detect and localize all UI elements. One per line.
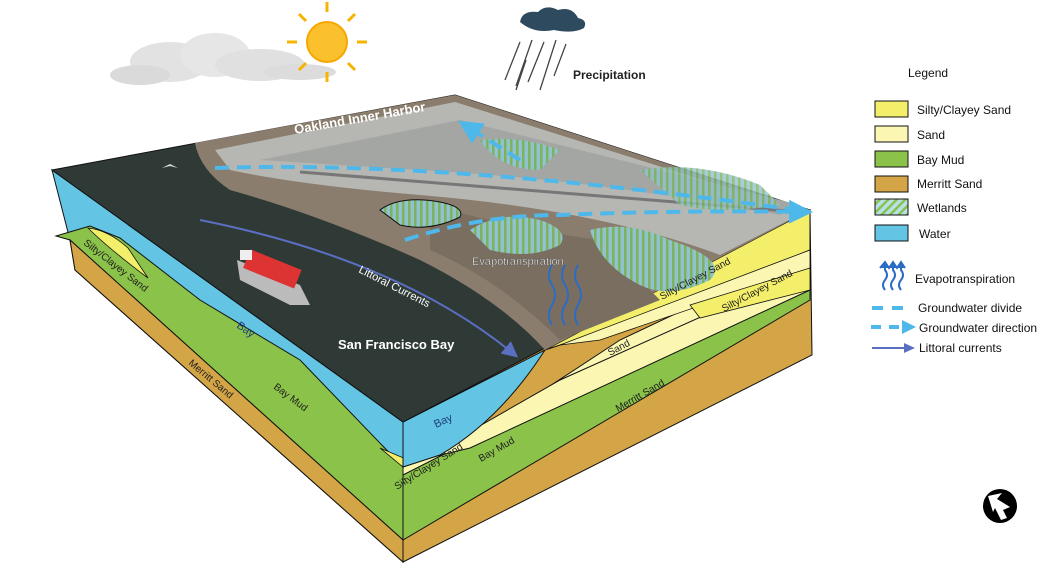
legend-label: Bay Mud <box>917 153 964 167</box>
legend: Legend Silty/Clayey Sand Sand Bay Mud Me… <box>871 66 1037 355</box>
legend-swatch-silty <box>874 100 909 118</box>
legend-label: Groundwater divide <box>918 301 1022 315</box>
clouds <box>110 33 336 85</box>
legend-swatch-wetlands <box>874 198 909 216</box>
legend-label: Sand <box>917 128 945 142</box>
right-cross-section <box>402 209 813 563</box>
legend-label: Water <box>919 227 951 241</box>
north-arrow-icon[interactable] <box>983 489 1017 523</box>
legend-label: Groundwater direction <box>919 321 1037 335</box>
evapo-label: Evapotranspiration <box>472 256 564 268</box>
legend-label: Evapotranspiration <box>915 272 1015 286</box>
littoral-current-arrow <box>199 219 519 358</box>
sun-icon <box>287 2 367 82</box>
wetlands <box>379 138 780 292</box>
legend-label: Wetlands <box>917 201 967 215</box>
arrow-icon <box>872 343 915 353</box>
bay-label: San Francisco Bay <box>338 337 455 352</box>
container-ship <box>237 249 310 305</box>
evapotranspiration-icon <box>548 264 582 326</box>
evapotranspiration-icon <box>879 260 906 291</box>
legend-title: Legend <box>908 66 948 80</box>
rain-cloud-icon <box>504 7 586 91</box>
legend-swatch-bay-mud <box>874 150 909 168</box>
precipitation-label: Precipitation <box>573 68 646 82</box>
dashed-arrow-icon <box>871 320 916 334</box>
legend-swatch-water <box>874 224 909 242</box>
groundwater-divide <box>214 120 813 242</box>
legend-swatch-merritt <box>874 175 909 193</box>
legend-label: Littoral currents <box>919 341 1002 355</box>
left-cross-section <box>51 168 414 564</box>
seagull-icon <box>162 164 178 168</box>
legend-swatch-sand <box>874 125 909 143</box>
legend-label: Merritt Sand <box>917 177 982 191</box>
legend-label: Silty/Clayey Sand <box>917 103 1011 117</box>
